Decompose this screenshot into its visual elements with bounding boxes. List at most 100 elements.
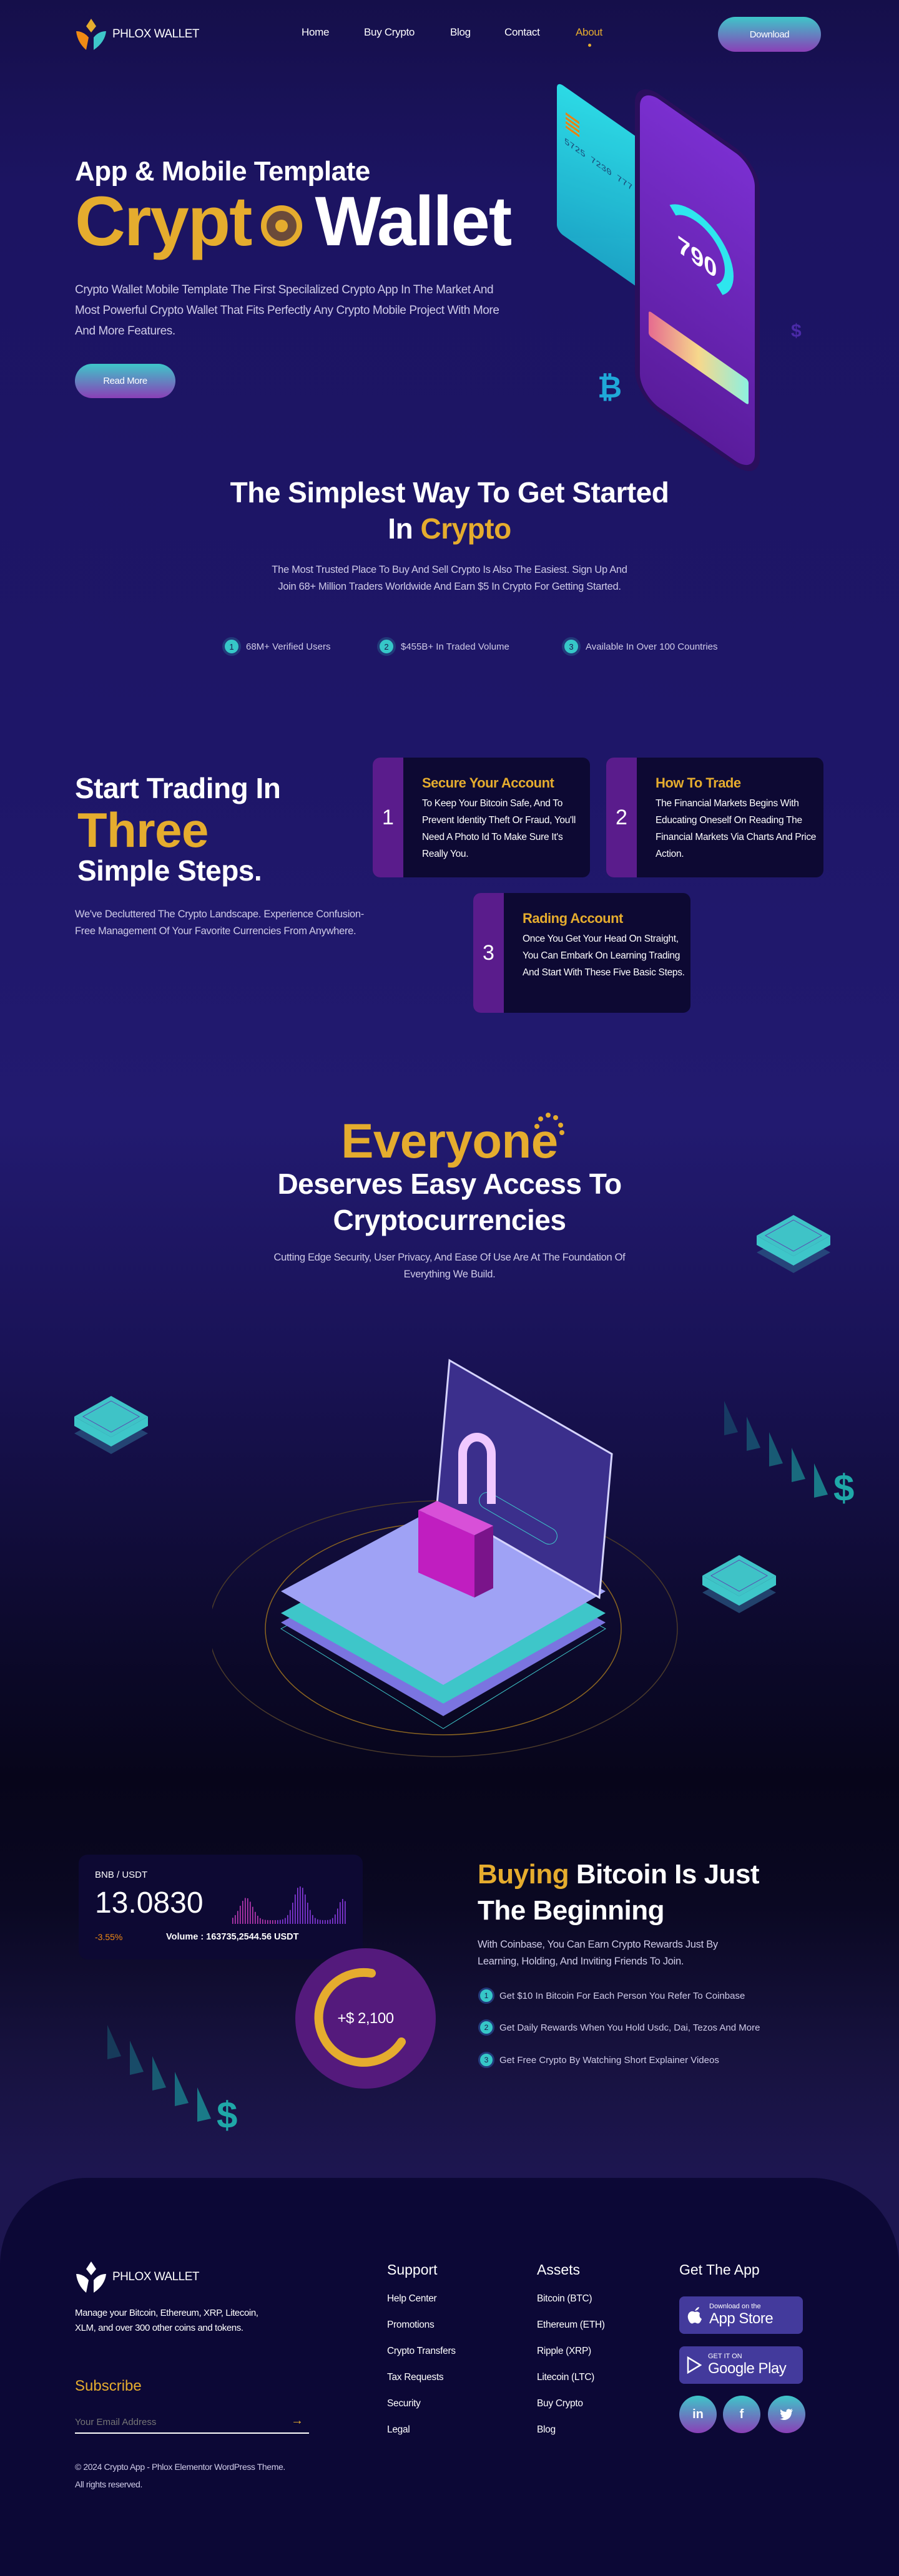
bitcoin-symbol-icon: ₿ [597, 371, 622, 404]
submit-arrow-icon[interactable]: → [291, 2414, 303, 2427]
phone-body: 790 [635, 77, 760, 484]
stat-item: 2 $455B+ In Traded Volume [377, 637, 509, 656]
sparkline-bar [297, 1888, 298, 1924]
asset-link[interactable]: Blog [537, 2424, 556, 2435]
sparkline-bar [280, 1920, 281, 1924]
asset-link[interactable]: Litecoin (LTC) [537, 2372, 594, 2383]
sparkline-bar [247, 1898, 248, 1924]
sparkline-bar [320, 1920, 321, 1924]
nav-blog[interactable]: Blog [450, 26, 471, 38]
nav-home[interactable]: Home [302, 26, 330, 38]
download-button[interactable]: Download [718, 17, 821, 52]
email-input[interactable] [75, 2411, 309, 2434]
sparkline-bar [260, 1918, 261, 1924]
sparkline-bar [262, 1919, 263, 1924]
sparkline-bar [290, 1910, 291, 1924]
support-link[interactable]: Help Center [387, 2293, 437, 2304]
brand-name: PHLOX WALLET [112, 2270, 200, 2283]
ticker-pair: BNB / USDT [95, 1870, 148, 1880]
sparkline-bar [275, 1920, 276, 1924]
nav-about[interactable]: About [576, 26, 602, 38]
sparkline-bar [282, 1919, 283, 1924]
sparkline-bar [285, 1918, 286, 1924]
sparkline-bar [315, 1918, 316, 1924]
app-store-small: Download on the [709, 2303, 761, 2310]
footer-logo[interactable]: PHLOX WALLET [75, 2260, 200, 2294]
credit-card: 5725 7230 777 [557, 80, 644, 293]
apple-icon [687, 2307, 702, 2324]
stat-number: 2 [377, 637, 396, 656]
coin-icon [261, 205, 303, 246]
sparkline-bar [270, 1920, 271, 1924]
sparkline-bar [240, 1905, 241, 1924]
asset-link[interactable]: Ethereum (ETH) [537, 2320, 605, 2330]
support-link[interactable]: Crypto Transfers [387, 2346, 456, 2356]
started-title: The Simplest Way To Get Started In Crypt… [0, 474, 899, 547]
footer-description: Manage your Bitcoin, Ethereum, XRP, Lite… [75, 2308, 258, 2333]
nav-contact[interactable]: Contact [504, 26, 540, 38]
asset-link[interactable]: Buy Crypto [537, 2398, 583, 2409]
subscribe-heading: Subscribe [75, 2378, 142, 2394]
buying-title: Buying Bitcoin Is Just The Beginning [478, 1856, 760, 1929]
facebook-icon[interactable]: f [723, 2396, 760, 2433]
laptop-lock-illustration [212, 1359, 678, 1757]
sparkline-bar [255, 1911, 256, 1924]
sparkline-bar [272, 1920, 273, 1924]
support-link[interactable]: Security [387, 2398, 421, 2409]
sparkline-bar [252, 1906, 253, 1924]
stat-label: $455B+ In Traded Volume [401, 641, 509, 652]
sparkline-bar [310, 1910, 311, 1924]
asset-link[interactable]: Bitcoin (BTC) [537, 2293, 592, 2304]
arrows-dollar-icon: $ [724, 1401, 854, 1507]
sparkline-bar [292, 1903, 293, 1924]
arrows-dollar-icon: $ [107, 2025, 237, 2131]
access-description: Cutting Edge Security, User Privacy, And… [273, 1252, 626, 1280]
get-app-heading: Get The App [679, 2261, 760, 2278]
brand-name: PHLOX WALLET [112, 27, 200, 41]
step-title: How To Trade [656, 775, 741, 791]
nav-buy-crypto[interactable]: Buy Crypto [364, 26, 415, 38]
hero-title-gold: Crypt [75, 182, 252, 260]
linkedin-icon[interactable]: in [679, 2396, 717, 2433]
step-title: Secure Your Account [422, 775, 554, 791]
step-text: Once You Get Your Head On Straight, You … [523, 934, 685, 978]
access-title-line2: Deserves Easy Access To [277, 1168, 622, 1200]
support-heading: Support [387, 2261, 438, 2278]
cube-icon [74, 1396, 148, 1454]
buying-title-gold: Buying [478, 1859, 569, 1890]
sparkline-bar [295, 1894, 296, 1924]
sparkline-bar [302, 1888, 303, 1924]
sparkline-bar [242, 1901, 243, 1924]
ticker-volume: Volume : 163735,2544.56 USDT [166, 1932, 299, 1942]
active-indicator [588, 44, 591, 47]
list-number: 3 [478, 2052, 494, 2068]
read-more-button[interactable]: Read More [75, 364, 175, 398]
started-title-in: In [388, 512, 413, 545]
logo[interactable]: PHLOX WALLET [75, 17, 200, 51]
asset-link[interactable]: Ripple (XRP) [537, 2346, 591, 2356]
sparkline-bar [257, 1915, 258, 1924]
step-text: To Keep Your Bitcoin Safe, And To Preven… [422, 798, 576, 859]
profit-amount: +$ 2,100 [337, 2009, 394, 2027]
step-text: The Financial Markets Begins With Educat… [656, 798, 817, 859]
support-link[interactable]: Legal [387, 2424, 410, 2435]
support-link[interactable]: Promotions [387, 2320, 435, 2330]
sparkline-bar [332, 1918, 333, 1924]
hero-title-white: Wallet [315, 182, 512, 260]
steps-title-gold: Three [77, 803, 209, 857]
sparkline-bar [345, 1901, 346, 1924]
google-play-big: Google Play [708, 2360, 787, 2377]
twitter-icon[interactable] [768, 2396, 805, 2433]
sparkline-bar [265, 1920, 266, 1924]
hero-title: Crypt Wallet [75, 181, 512, 261]
stat-number: 3 [562, 637, 581, 656]
support-link[interactable]: Tax Requests [387, 2372, 444, 2383]
sparkline-bar [322, 1920, 323, 1924]
